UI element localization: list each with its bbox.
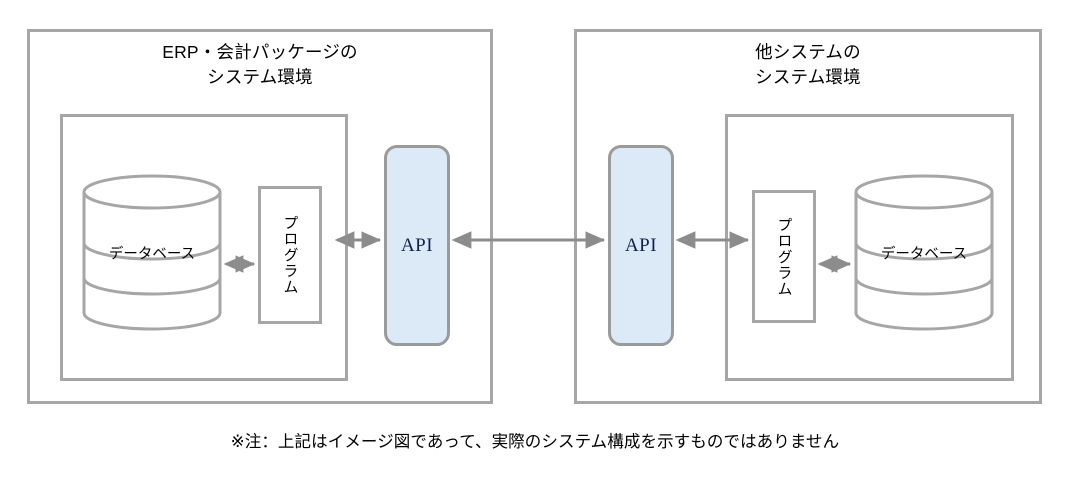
environment-title-other: 他システムの システム環境	[755, 42, 861, 87]
api-label-other: API	[624, 234, 658, 256]
database-cylinder-erp: データベース	[82, 174, 222, 331]
program-label-other: プログラム	[775, 216, 793, 297]
program-label-erp: プログラム	[281, 215, 299, 295]
environment-panel-other: 他システムの システム環境	[574, 29, 1042, 404]
program-box-erp: プログラム	[258, 186, 322, 324]
api-box-other: API	[608, 145, 674, 346]
database-cylinder-other: データベース	[854, 174, 994, 331]
api-box-erp: API	[384, 145, 450, 346]
environment-panel-erp: ERP・会計パッケージの システム環境	[27, 29, 493, 404]
footnote-note: ※注：上記はイメージ図であって、実際のシステム構成を示すものではありません	[230, 433, 840, 451]
program-box-other: プログラム	[752, 190, 816, 323]
api-label-erp: API	[400, 234, 434, 256]
environment-title-erp: ERP・会計パッケージの システム環境	[162, 42, 358, 87]
